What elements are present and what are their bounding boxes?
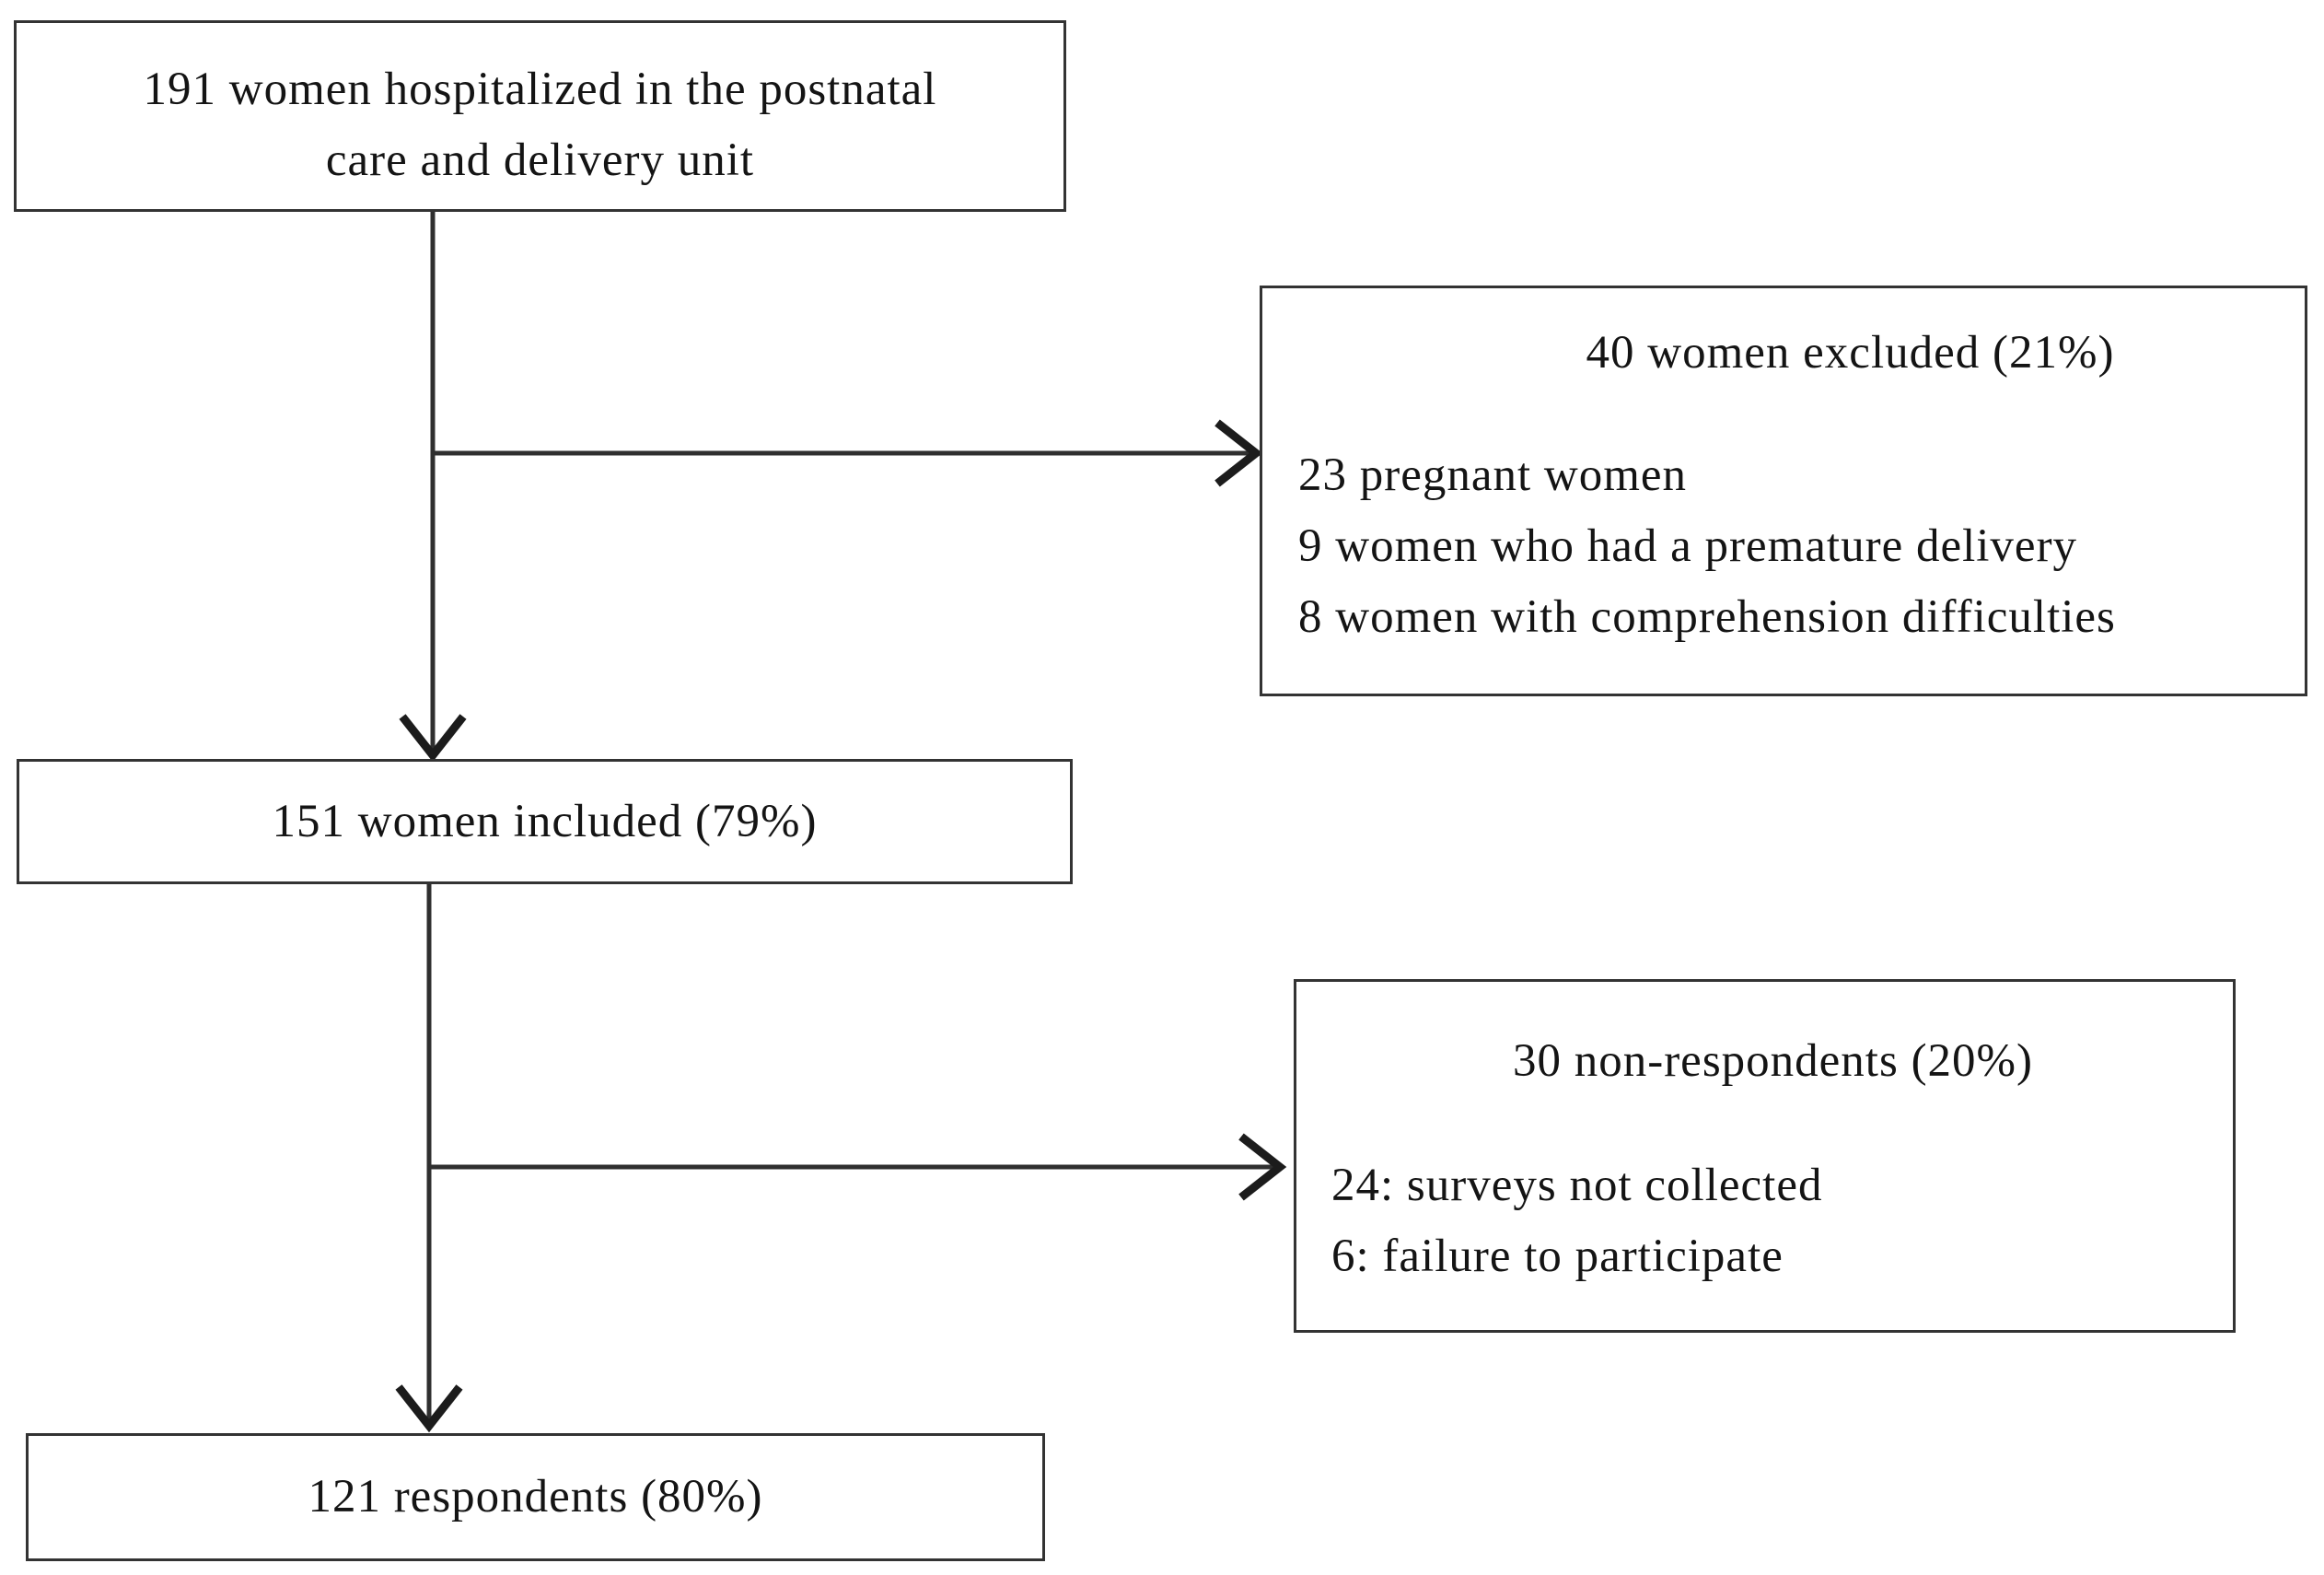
arrow-right-head-1 — [1214, 419, 1263, 487]
node-excluded-title: 40 women excluded (21%) — [1586, 327, 2115, 379]
node-nonrespondents-item-failure: 6: failure to participate — [1331, 1231, 1784, 1282]
arrow-right-head-2 — [1238, 1133, 1287, 1201]
node-excluded-item-comprehension: 8 women with comprehension difficulties — [1298, 591, 2116, 643]
arrow-down-head-1 — [399, 714, 467, 763]
node-included: 151 women included (79%) — [17, 759, 1073, 884]
arrow-branch-to-nonrespondents — [429, 1133, 1287, 1201]
node-excluded: 40 women excluded (21%) 23 pregnant wome… — [1260, 286, 2307, 696]
node-respondents: 121 respondents (80%) — [26, 1433, 1045, 1561]
node-hospitalized-line1: 191 women hospitalized in the postnatal — [143, 64, 937, 115]
node-excluded-item-pregnant: 23 pregnant women — [1298, 449, 1688, 501]
node-excluded-items: 23 pregnant women 9 women who had a prem… — [1298, 440, 2286, 653]
arrow-included-to-respondents — [395, 884, 463, 1433]
node-hospitalized: 191 women hospitalized in the postnatal … — [14, 20, 1066, 212]
arrow-down-head-2 — [395, 1384, 463, 1433]
node-respondents-label: 121 respondents (80%) — [308, 1471, 763, 1522]
node-nonrespondents: 30 non-respondents (20%) 24: surveys not… — [1294, 979, 2236, 1333]
arrow-branch-to-excluded — [433, 419, 1263, 487]
node-nonrespondents-item-notcollected: 24: surveys not collected — [1331, 1160, 1823, 1211]
node-nonrespondents-title: 30 non-respondents (20%) — [1512, 1035, 2034, 1087]
node-included-label: 151 women included (79%) — [272, 795, 818, 847]
arrow-hospitalized-to-included — [399, 212, 467, 763]
node-hospitalized-line2: care and delivery unit — [325, 134, 755, 186]
node-excluded-item-premature: 9 women who had a premature delivery — [1298, 520, 2078, 572]
node-nonrespondents-items: 24: surveys not collected 6: failure to … — [1331, 1150, 2214, 1292]
